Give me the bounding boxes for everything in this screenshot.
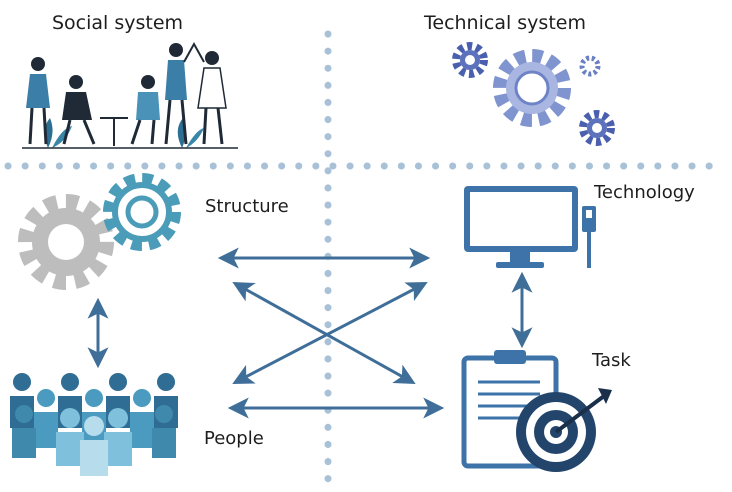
people-label: People bbox=[204, 428, 264, 449]
gears-technical-icon bbox=[452, 42, 615, 146]
technology-label: Technology bbox=[594, 182, 695, 203]
technical-system-title: Technical system bbox=[424, 12, 586, 34]
clipboard-target-icon bbox=[461, 350, 612, 472]
arrow-people-technology bbox=[232, 282, 428, 384]
structure-label: Structure bbox=[205, 196, 289, 217]
gears-structure-icon bbox=[18, 173, 181, 290]
task-label: Task bbox=[592, 350, 631, 371]
crowd-people-icon bbox=[10, 373, 178, 476]
monitor-icon bbox=[464, 186, 596, 268]
social-system-title: Social system bbox=[52, 12, 184, 34]
people-group-illustration bbox=[22, 41, 238, 149]
